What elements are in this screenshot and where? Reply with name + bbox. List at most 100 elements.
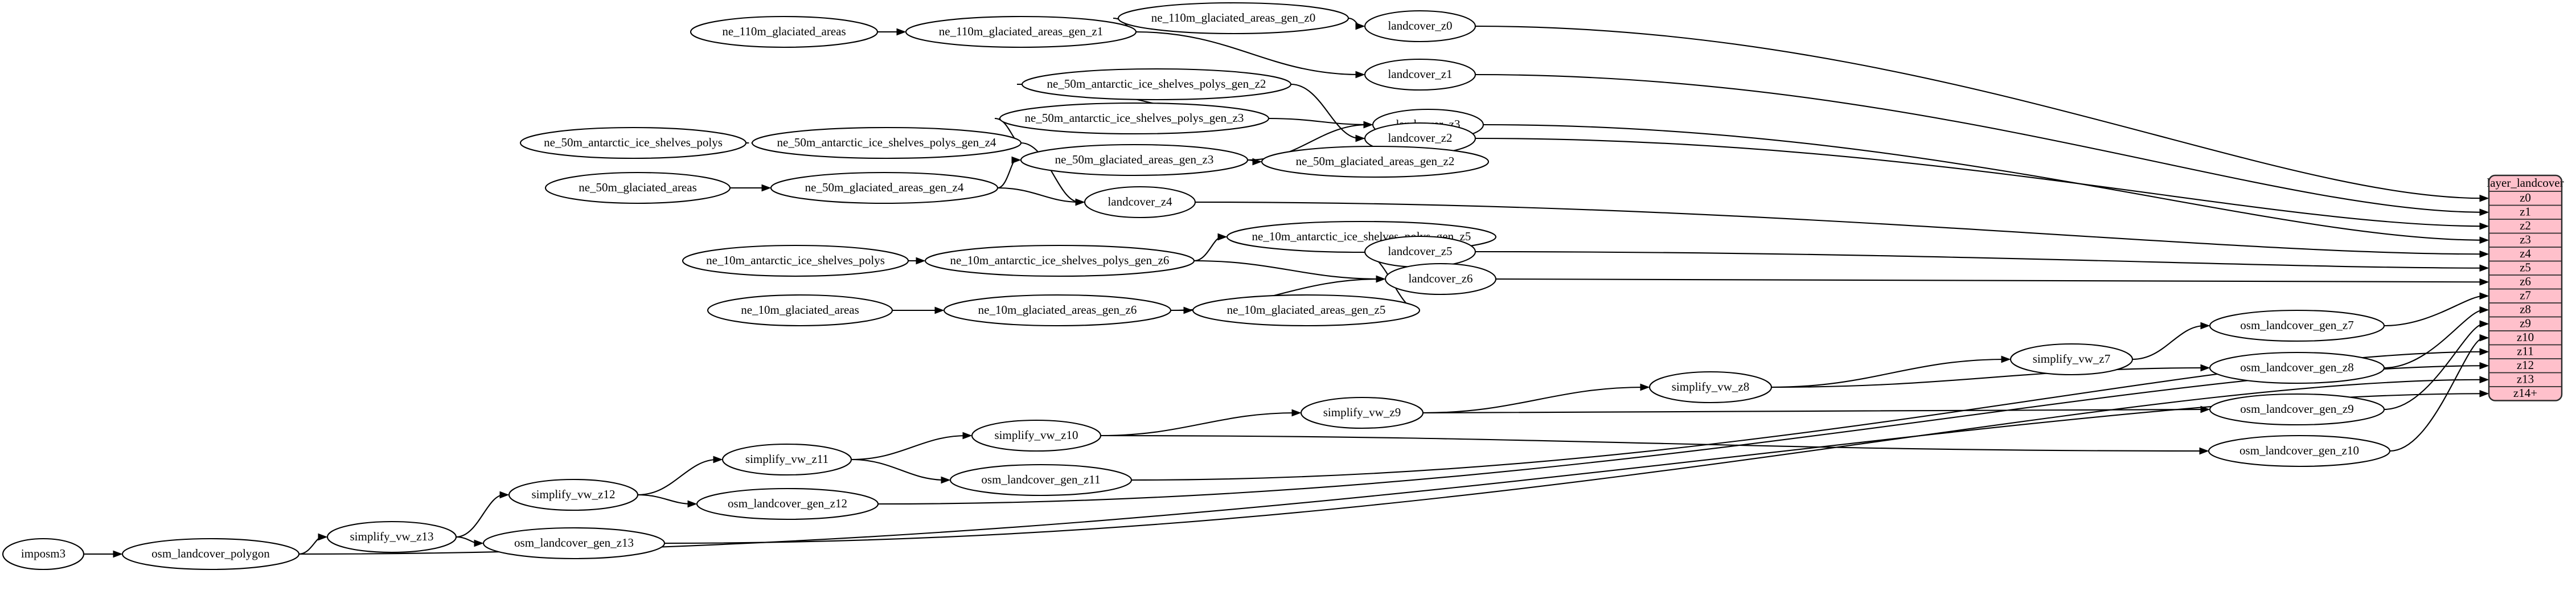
node-ne_10m_glaciated_areas_gen_z6[interactable]: ne_10m_glaciated_areas_gen_z6 <box>943 294 1172 327</box>
node-ne_50m_antarctic_ice_shelves_polys[interactable]: ne_50m_antarctic_ice_shelves_polys <box>519 126 747 159</box>
node-ellipse <box>1364 58 1476 91</box>
edge-osm_landcover_gen_z10-to-layer_landcover-z10 <box>2389 337 2484 452</box>
node-simplify_vw_z8[interactable]: simplify_vw_z8 <box>1648 371 1773 404</box>
node-ne_10m_antarctic_ice_shelves_polys[interactable]: ne_10m_antarctic_ice_shelves_polys <box>682 244 909 277</box>
edge-arrowhead <box>2479 222 2489 230</box>
node-ne_10m_glaciated_areas[interactable]: ne_10m_glaciated_areas <box>707 294 893 327</box>
node-osm_landcover_gen_z13[interactable]: osm_landcover_gen_z13 <box>482 527 666 560</box>
node-ellipse <box>696 487 879 520</box>
edge-arrowhead <box>713 456 723 464</box>
node-osm_landcover_gen_z10[interactable]: osm_landcover_gen_z10 <box>2208 434 2391 468</box>
node-ne_110m_glaciated_areas_gen_z1[interactable]: ne_110m_glaciated_areas_gen_z1 <box>905 15 1137 48</box>
edge-arrowhead <box>474 539 484 547</box>
node-label: ne_50m_glaciated_areas_gen_z4 <box>805 181 964 194</box>
node-landcover_z6[interactable]: landcover_z6 <box>1384 263 1497 296</box>
node-ne_50m_glaciated_areas_gen_z3[interactable]: ne_50m_glaciated_areas_gen_z3 <box>1020 143 1249 177</box>
node-ne_50m_antarctic_ice_shelves_polys_gen_z3[interactable]: ne_50m_antarctic_ice_shelves_polys_gen_z… <box>999 102 1270 135</box>
node-osm_landcover_gen_z7[interactable]: osm_landcover_gen_z7 <box>2209 309 2385 342</box>
node-ne_10m_glaciated_areas_gen_z5[interactable]: ne_10m_glaciated_areas_gen_z5 <box>1192 294 1421 327</box>
node-ellipse <box>1117 2 1349 35</box>
edge-arrowhead <box>1640 383 1650 391</box>
table-row-z0[interactable]: z0 <box>2520 191 2531 204</box>
table-row-z5[interactable]: z5 <box>2520 261 2531 274</box>
table-row-z9[interactable]: z9 <box>2520 317 2531 330</box>
edge-simplify_vw_z10-to-simplify_vw_z9 <box>1100 412 1297 437</box>
node-landcover_z1[interactable]: landcover_z1 <box>1364 58 1476 91</box>
table-node-title: layer_landcover <box>2487 176 2563 190</box>
table-row-z11[interactable]: z11 <box>2517 345 2534 358</box>
node-ellipse <box>924 244 1195 277</box>
node-simplify_vw_z13[interactable]: simplify_vw_z13 <box>326 520 457 553</box>
table-row-z3[interactable]: z3 <box>2520 233 2531 247</box>
node-label: ne_50m_antarctic_ice_shelves_polys <box>544 136 723 149</box>
node-ellipse <box>2209 351 2385 384</box>
table-row-z1[interactable]: z1 <box>2520 205 2531 219</box>
node-simplify_vw_z9[interactable]: simplify_vw_z9 <box>1300 396 1424 429</box>
node-simplify_vw_z12[interactable]: simplify_vw_z12 <box>508 478 639 511</box>
node-osm_landcover_polygon[interactable]: osm_landcover_polygon <box>121 538 300 571</box>
table-row-z2[interactable]: z2 <box>2520 219 2531 232</box>
edge-landcover_z1-to-layer_landcover-z1 <box>1475 73 2484 213</box>
node-ellipse <box>482 527 666 560</box>
node-osm_landcover_gen_z11[interactable]: osm_landcover_gen_z11 <box>949 464 1133 497</box>
node-osm_landcover_gen_z8[interactable]: osm_landcover_gen_z8 <box>2209 351 2385 384</box>
edge-arrowhead <box>896 28 906 36</box>
edge-ne_50m_antarctic_ice_shelves_polys_gen_z3-to-landcover_z3 <box>1268 117 1368 126</box>
table-row-z7[interactable]: z7 <box>2520 289 2531 302</box>
table-row-z14+[interactable]: z14+ <box>2513 386 2537 400</box>
table-row-z10[interactable]: z10 <box>2517 330 2534 344</box>
node-label: landcover_z6 <box>1408 272 1472 285</box>
edge-arrowhead <box>2479 389 2489 397</box>
node-ne_50m_glaciated_areas_gen_z4[interactable]: ne_50m_glaciated_areas_gen_z4 <box>770 171 999 204</box>
edge-arrowhead <box>2479 334 2489 342</box>
node-ellipse <box>682 244 909 277</box>
edge-arrowhead <box>1355 22 1365 30</box>
edge-arrowhead <box>2199 447 2209 455</box>
node-ne_50m_glaciated_areas_gen_z2[interactable]: ne_50m_glaciated_areas_gen_z2 <box>1261 145 1490 178</box>
node-landcover_z5[interactable]: landcover_z5 <box>1364 235 1476 268</box>
node-osm_landcover_gen_z9[interactable]: osm_landcover_gen_z9 <box>2209 393 2385 426</box>
edge-ne_50m_antarctic_ice_shelves_polys_gen_z2-to-landcover_z2 <box>1290 83 1360 140</box>
table-row-z12[interactable]: z12 <box>2517 358 2534 372</box>
node-ne_10m_antarctic_ice_shelves_polys_gen_z6[interactable]: ne_10m_antarctic_ice_shelves_polys_gen_z… <box>924 244 1195 277</box>
node-ellipse <box>1384 263 1497 296</box>
node-ne_50m_antarctic_ice_shelves_polys_gen_z2[interactable]: ne_50m_antarctic_ice_shelves_polys_gen_z… <box>1021 68 1292 101</box>
table-row-z4[interactable]: z4 <box>2520 247 2531 260</box>
node-label: ne_110m_glaciated_areas <box>722 24 846 38</box>
table-row-z6[interactable]: z6 <box>2520 274 2531 288</box>
edge-ne_50m_antarctic_ice_shelves_polys_gen_z4-to-landcover_z4 <box>1020 142 1080 203</box>
node-simplify_vw_z11[interactable]: simplify_vw_z11 <box>721 443 852 476</box>
edge-arrowhead <box>2479 362 2489 370</box>
node-ne_50m_glaciated_areas[interactable]: ne_50m_glaciated_areas <box>544 171 731 204</box>
node-ellipse <box>1364 10 1476 43</box>
node-label: ne_50m_glaciated_areas <box>579 181 697 194</box>
node-label: simplify_vw_z13 <box>350 530 434 543</box>
node-osm_landcover_gen_z12[interactable]: osm_landcover_gen_z12 <box>696 487 879 520</box>
node-ellipse <box>1648 371 1773 404</box>
table-node-outline <box>2488 174 2563 401</box>
node-simplify_vw_z7[interactable]: simplify_vw_z7 <box>2009 343 2134 376</box>
node-landcover_z4[interactable]: landcover_z4 <box>1084 186 1196 219</box>
node-ne_110m_glaciated_areas_gen_z0[interactable]: ne_110m_glaciated_areas_gen_z0 <box>1117 2 1349 35</box>
node-simplify_vw_z10[interactable]: simplify_vw_z10 <box>971 419 1102 452</box>
table-row-z8[interactable]: z8 <box>2520 302 2531 316</box>
edge-arrowhead <box>2479 278 2489 286</box>
node-ellipse <box>949 464 1133 497</box>
edge-simplify_vw_z9-to-osm_landcover_gen_z9 <box>1422 408 2205 414</box>
edge-arrowhead <box>2479 292 2489 300</box>
node-landcover_z0[interactable]: landcover_z0 <box>1364 10 1476 43</box>
node-imposm3[interactable]: imposm3 <box>2 538 85 571</box>
table-row-z13[interactable]: z13 <box>2517 372 2534 386</box>
node-ne_110m_glaciated_areas[interactable]: ne_110m_glaciated_areas <box>690 15 879 48</box>
node-label: osm_landcover_polygon <box>151 547 270 560</box>
node-label: simplify_vw_z9 <box>1323 405 1401 419</box>
node-ellipse <box>2009 343 2134 376</box>
node-ellipse <box>721 443 852 476</box>
node-label: ne_10m_glaciated_areas_gen_z5 <box>1227 303 1386 317</box>
node-ne_50m_antarctic_ice_shelves_polys_gen_z4[interactable]: ne_50m_antarctic_ice_shelves_polys_gen_z… <box>751 126 1022 159</box>
node-ellipse <box>1021 68 1292 101</box>
node-ellipse <box>2 538 85 571</box>
